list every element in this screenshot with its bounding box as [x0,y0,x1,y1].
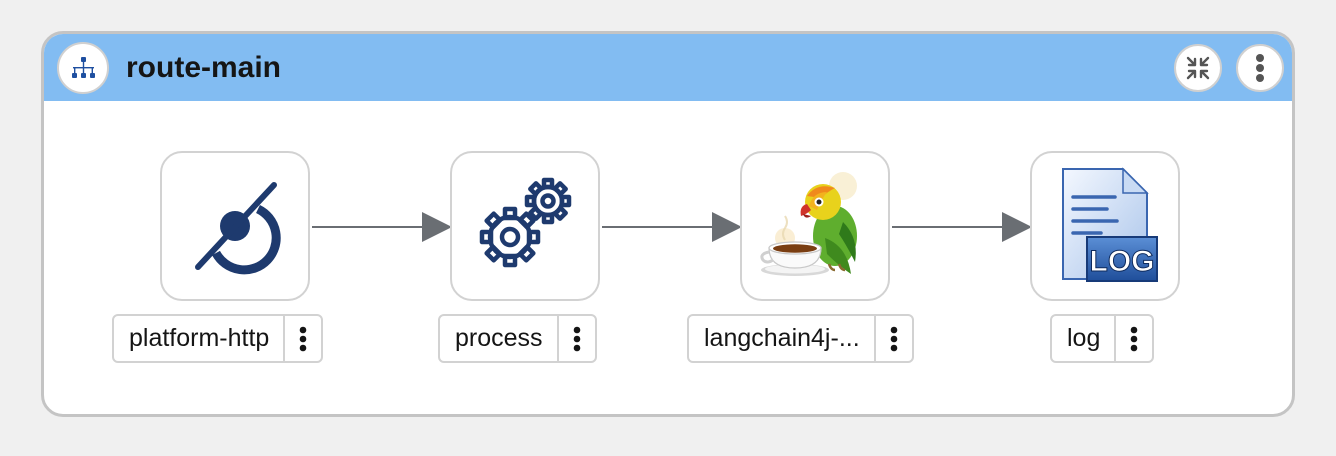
vertical-dots-icon [1256,54,1264,82]
route-container: route-main [41,31,1295,417]
route-title: route-main [126,51,282,84]
node-log[interactable]: LOG [1030,151,1180,301]
log-file-icon: LOG [1062,167,1158,282]
parrot-teacup-icon [760,172,857,276]
node-langchain4j[interactable] [740,151,890,301]
node-menu-button[interactable] [283,316,321,361]
node-platform-http[interactable] [160,151,310,301]
collapse-button[interactable] [1174,44,1222,92]
node-label-text: log [1067,324,1101,352]
vertical-dots-icon [890,326,897,351]
vertical-dots-icon [300,326,307,351]
node-label-langchain4j[interactable]: langchain4j-... [687,314,914,363]
route-tree-icon [57,42,109,94]
edge-process-to-langchain4j [602,212,742,242]
svg-text:LOG: LOG [1090,245,1155,278]
route-menu-button[interactable] [1236,44,1284,92]
edge-platform-http-to-process [312,212,452,242]
collapse-arrows-icon [1186,56,1210,80]
node-label-text: langchain4j-... [704,324,860,352]
node-menu-button[interactable] [873,316,912,361]
platform-http-icon [195,182,281,275]
node-label-platform-http[interactable]: platform-http [112,314,324,363]
vertical-dots-icon [1131,326,1138,351]
node-menu-button[interactable] [556,316,595,361]
edges-layer [312,212,1032,242]
node-label-text: process [455,324,543,352]
vertical-dots-icon [573,326,580,351]
route-header: route-main [44,34,1292,101]
gears-icon [479,177,572,268]
node-label-process[interactable]: process [438,314,597,363]
node-process[interactable] [450,151,600,301]
node-label-log[interactable]: log [1050,314,1155,363]
edge-langchain4j-to-log [892,212,1032,242]
node-label-text: platform-http [129,324,270,352]
node-menu-button[interactable] [1114,316,1152,361]
